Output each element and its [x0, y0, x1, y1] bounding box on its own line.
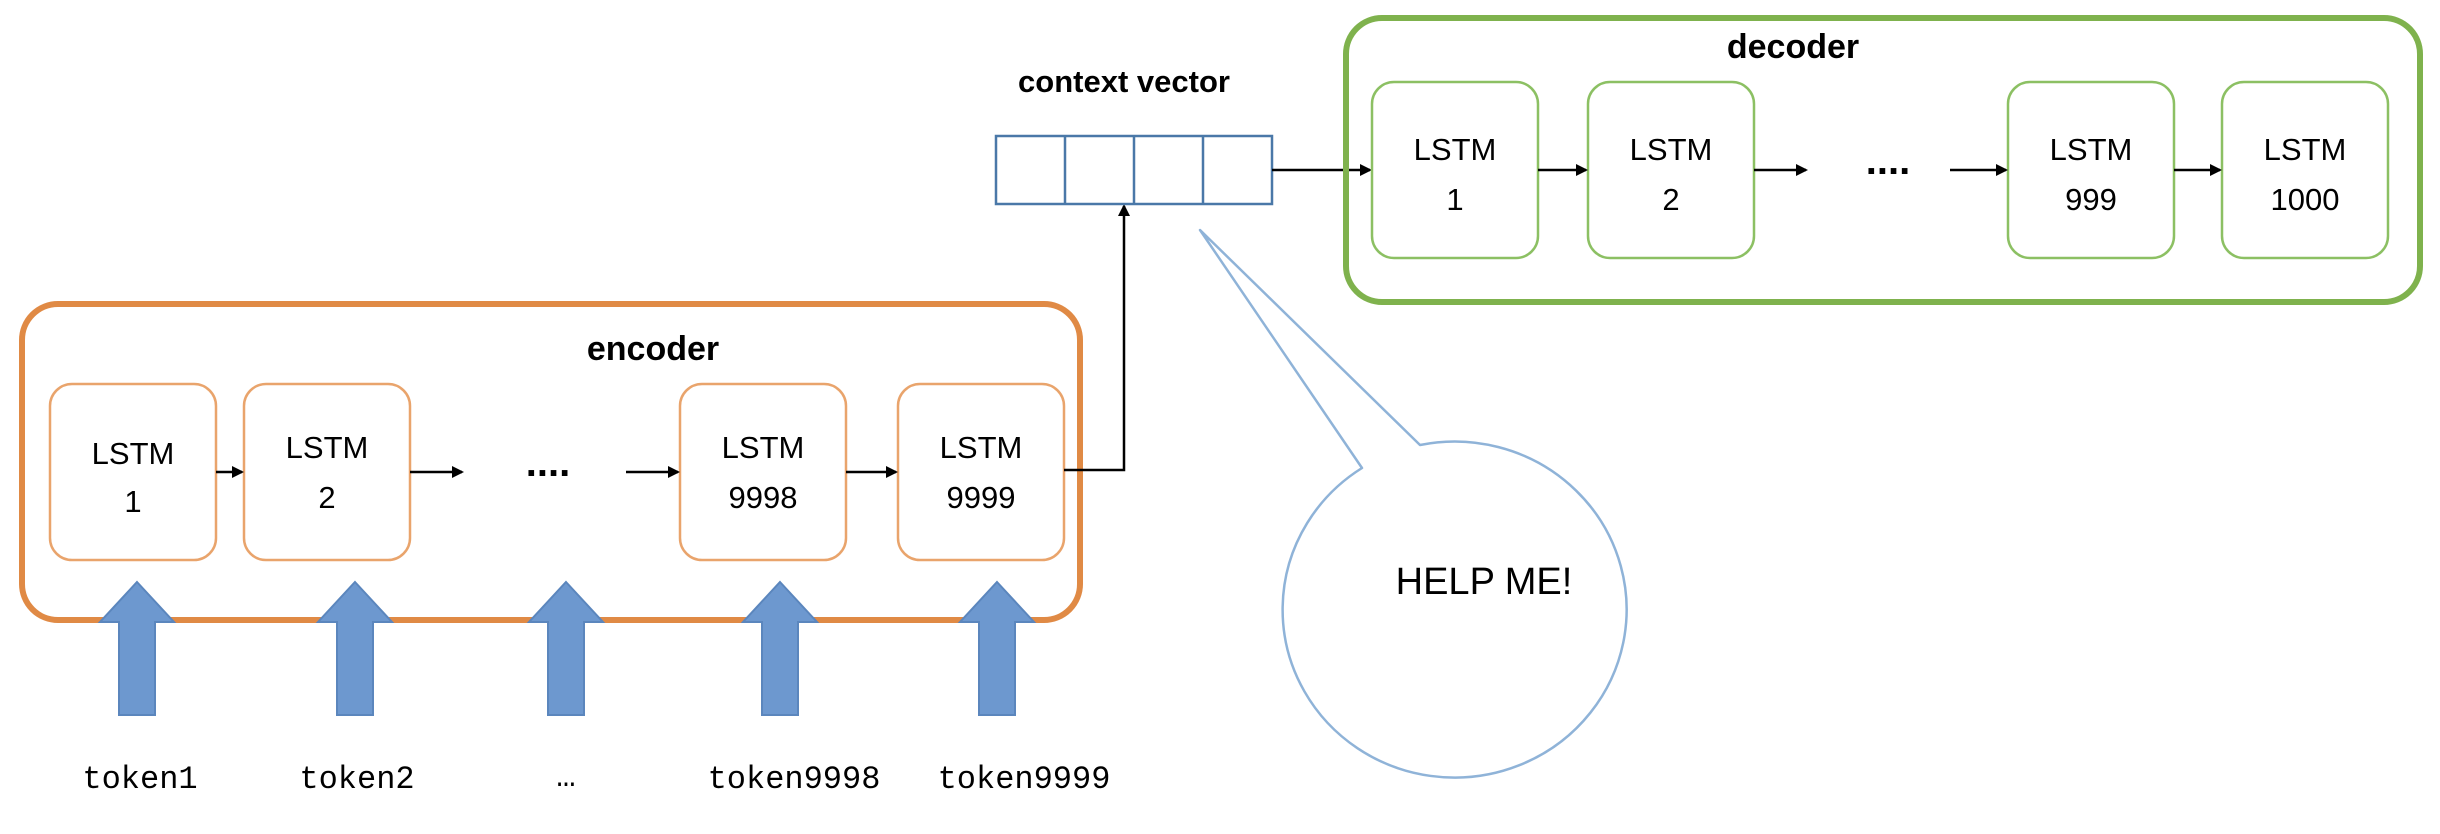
context-vector-label: context vector: [1018, 64, 1230, 99]
input-arrow-1: [97, 580, 177, 716]
decoder-cell-1000: LSTM 1000: [2220, 80, 2390, 260]
context-vector: [994, 134, 1274, 206]
encoder-cell-9998-line1: LSTM: [722, 430, 805, 465]
encoder-cell-9999-line1: LSTM: [940, 430, 1023, 465]
decoder-cell-1-line2: 1: [1446, 182, 1463, 217]
decoder-label: decoder: [1727, 28, 1859, 66]
decoder-cell-2: LSTM 2: [1586, 80, 1756, 260]
encoder-cell-2: LSTM 2: [242, 382, 412, 562]
token-9998: token9998: [708, 761, 881, 798]
decoder-cell-1-line1: LSTM: [1414, 132, 1497, 167]
decoder-cell-2-line2: 2: [1662, 182, 1679, 217]
encoder-cell-2-line1: LSTM: [286, 430, 369, 465]
encoder-cell-2-line2: 2: [318, 480, 335, 515]
decoder-cell-2-line1: LSTM: [1630, 132, 1713, 167]
decoder-cell-1000-line1: LSTM: [2264, 132, 2347, 167]
decoder-cell-999: LSTM 999: [2006, 80, 2176, 260]
token-1: token1: [82, 761, 197, 798]
decoder-cell-999-line2: 999: [2065, 182, 2117, 217]
input-arrow-9999: [957, 580, 1037, 716]
encoder-cell-9998-line2: 9998: [729, 480, 798, 515]
decoder-cell-1: LSTM 1: [1370, 80, 1540, 260]
encoder-label: encoder: [587, 330, 719, 368]
encoder-cell-1: LSTM 1: [48, 382, 218, 562]
token-ellipsis: …: [556, 759, 575, 796]
input-arrow-ellipsis: [526, 580, 606, 716]
decoder-ellipsis: ....: [1866, 139, 1910, 183]
token-2: token2: [299, 761, 414, 798]
encoder-cell-1-line1: LSTM: [92, 436, 175, 471]
decoder-cell-1000-line2: 1000: [2271, 182, 2340, 217]
input-arrow-2: [315, 580, 395, 716]
encoder-cell-9998: LSTM 9998: [678, 382, 848, 562]
encoder-cell-9999: LSTM 9999: [896, 382, 1066, 562]
decoder-container: [1343, 15, 2423, 305]
decoder-cell-999-line1: LSTM: [2050, 132, 2133, 167]
input-arrow-9998: [740, 580, 820, 716]
token-9999: token9999: [938, 761, 1111, 798]
speech-bubble: HELP ME!: [1198, 228, 1628, 779]
encoder-cell-9999-line2: 9999: [947, 480, 1016, 515]
encoder-ellipsis: ....: [526, 441, 570, 485]
encoder-cell-1-line2: 1: [124, 484, 141, 519]
encoder-to-context-arrow: [1064, 204, 1130, 472]
speech-bubble-text: HELP ME!: [1396, 561, 1573, 603]
